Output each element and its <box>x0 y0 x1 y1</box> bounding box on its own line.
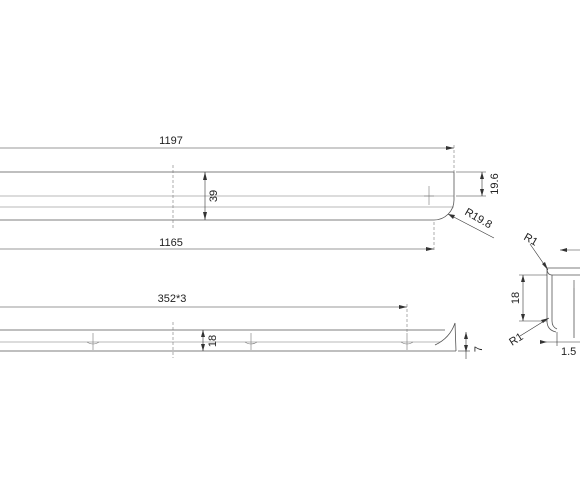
hole-marker-1-mark <box>86 341 100 345</box>
section-top-flange <box>546 267 580 276</box>
dim-1197-arrow <box>446 146 454 150</box>
dim-39-arrow-bottom <box>203 212 207 220</box>
section-dim-18-label: 18 <box>510 292 522 304</box>
side-view-lip <box>434 322 457 352</box>
section-r1-bottom-arrow <box>541 318 549 323</box>
dim-352x3-arrow <box>399 305 407 309</box>
section-dim-18-arrow-top <box>521 275 525 282</box>
dim-1165-arrow <box>426 247 434 251</box>
section-r1-top-label: R1 <box>522 231 540 248</box>
side-view: 352*3 18 7 <box>0 293 485 359</box>
section-dim-1-5-label: 1.5 <box>561 346 576 358</box>
r19-8-label: R19.8 <box>463 206 494 231</box>
dim-18-label: 18 <box>207 335 219 347</box>
dim-1197-label: 1197 <box>159 135 183 147</box>
r19-8-leader <box>447 213 495 239</box>
dim-19-6-arrow-bottom <box>480 189 484 196</box>
dim-18-arrow-top <box>201 330 205 337</box>
section-dim-1-5-arrow <box>540 340 547 344</box>
section-r1-top-arrow <box>542 262 548 270</box>
dim-7-arrow-bottom <box>464 345 468 352</box>
section-detail: 18 R1 R1 1.5 <box>507 231 580 358</box>
hole-marker-3-mark <box>400 341 414 345</box>
top-view: 1197 1165 39 19.6 R19.8 <box>0 135 501 252</box>
section-dim-18-arrow-bottom <box>521 314 525 321</box>
section-bottom-curve <box>546 320 557 333</box>
section-top-leader-arrow <box>560 248 567 252</box>
section-bottom-curve-inner <box>551 320 558 330</box>
top-view-outline <box>0 171 455 221</box>
dim-7-label: 7 <box>473 346 485 352</box>
hole-marker-2-mark <box>244 341 258 345</box>
dim-39-arrow-top <box>203 172 207 180</box>
dim-18-arrow-bottom <box>201 344 205 351</box>
dim-19-6-arrow-top <box>480 172 484 179</box>
r19-8-arrow <box>448 214 455 219</box>
section-r1-bottom-label: R1 <box>507 331 525 349</box>
dim-7-arrow-top <box>464 332 468 339</box>
dim-352x3-label: 352*3 <box>158 293 187 305</box>
dim-19-6-label: 19.6 <box>489 173 501 194</box>
dim-39-label: 39 <box>208 190 220 202</box>
dim-1165-label: 1165 <box>159 237 183 249</box>
